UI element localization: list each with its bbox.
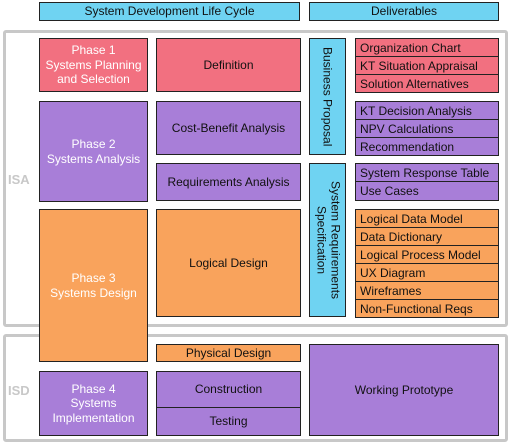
construction-box: Construction bbox=[156, 371, 301, 408]
deliverable-organization-chart: Organization Chart bbox=[355, 38, 499, 57]
srs-box: System Requirements Specification bbox=[309, 163, 346, 317]
deliverable-logical-process-model: Logical Process Model bbox=[355, 245, 499, 264]
phase-2: Phase 2 Systems Analysis bbox=[39, 101, 148, 202]
deliverable-npv-calculations: NPV Calculations bbox=[355, 119, 499, 138]
isa-label: ISA bbox=[8, 172, 30, 187]
isa-region bbox=[3, 30, 508, 327]
business-proposal-box: Business Proposal bbox=[309, 38, 346, 155]
isd-region bbox=[3, 334, 508, 442]
deliverable-solution-alternatives: Solution Alternatives bbox=[355, 74, 499, 93]
definition-box: Definition bbox=[156, 38, 301, 92]
deliverable-wireframes: Wireframes bbox=[355, 281, 499, 300]
deliverable-recommendation: Recommendation bbox=[355, 137, 499, 156]
deliverable-non-functional-reqs: Non-Functional Reqs bbox=[355, 299, 499, 318]
deliverable-ux-diagram: UX Diagram bbox=[355, 263, 499, 282]
requirements-analysis-box: Requirements Analysis bbox=[156, 163, 301, 201]
cost-benefit-box: Cost-Benefit Analysis bbox=[156, 101, 301, 155]
phase-1: Phase 1 Systems Planning and Selection bbox=[39, 38, 148, 92]
deliverable-kt-situation-appraisal: KT Situation Appraisal bbox=[355, 56, 499, 75]
deliverable-kt-decision-analysis: KT Decision Analysis bbox=[355, 101, 499, 120]
physical-design-box: Physical Design bbox=[156, 344, 301, 362]
deliverable-logical-data-model: Logical Data Model bbox=[355, 209, 499, 228]
deliverable-use-cases: Use Cases bbox=[355, 181, 499, 201]
deliverables-header: Deliverables bbox=[309, 2, 499, 21]
srs-label: System Requirements Specification bbox=[314, 180, 343, 300]
working-prototype-box: Working Prototype bbox=[309, 344, 499, 436]
phase-3: Phase 3 Systems Design bbox=[39, 209, 148, 362]
isd-label: ISD bbox=[8, 383, 30, 398]
phase-4: Phase 4 Systems Implementation bbox=[39, 371, 148, 436]
deliverable-data-dictionary: Data Dictionary bbox=[355, 227, 499, 246]
testing-box: Testing bbox=[156, 407, 301, 436]
deliverable-system-response-table: System Response Table bbox=[355, 163, 499, 182]
business-proposal-label: Business Proposal bbox=[320, 46, 335, 147]
sdlc-header: System Development Life Cycle bbox=[39, 2, 300, 21]
logical-design-box: Logical Design bbox=[156, 209, 301, 317]
